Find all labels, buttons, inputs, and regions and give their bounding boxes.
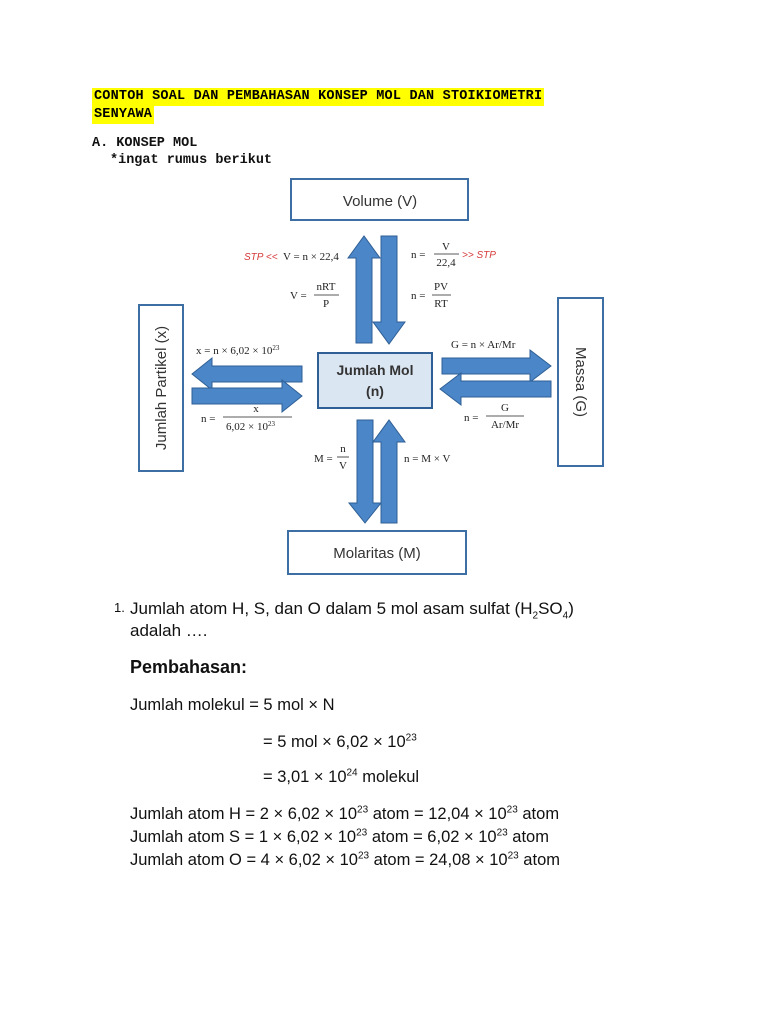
formula-m-from-n-lhs: M = — [314, 453, 333, 465]
formula-n-stp-lhs: n = — [411, 249, 425, 261]
formula-m-from-n-num: n — [340, 443, 346, 455]
formula-n-from-x-lhs: n = — [201, 413, 215, 425]
formula-m-from-n-den: V — [339, 460, 347, 472]
jumlah-mol-label: Jumlah Mol — [336, 362, 413, 378]
formula-n-ideal-den: RT — [434, 298, 448, 310]
formula-n-from-m: n = M × V — [404, 453, 450, 465]
formula-v-ideal-den: P — [323, 298, 329, 310]
formula-n-from-g-lhs: n = — [464, 412, 478, 424]
arrow-down-from-volume — [372, 235, 406, 345]
formula-n-from-g-num: G — [501, 402, 509, 414]
jumlah-partikel-box — [138, 304, 184, 472]
formula-n-from-g-den: Ar/Mr — [491, 419, 519, 431]
formula-n-from-x-den: 6,02 × 1023 — [226, 420, 275, 433]
formula-v-ideal-num: nRT — [317, 281, 336, 293]
section-a-title: A. KONSEP MOL — [92, 136, 198, 151]
formula-n-stp-den: 22,4 — [436, 257, 456, 269]
massa-label: Massa (G) — [572, 347, 589, 417]
arrow-right-from-partikel — [191, 378, 303, 414]
document-title-line-2: SENYAWA — [92, 106, 155, 124]
arrow-left-from-massa — [439, 371, 552, 407]
molaritas-box — [287, 530, 467, 575]
formula-g-from-n: G = n × Ar/Mr — [451, 339, 516, 351]
arrow-down-to-molaritas — [347, 419, 383, 524]
document-title-line-1: CONTOH SOAL DAN PEMBAHASAN KONSEP MOL DA… — [92, 88, 545, 106]
mole-concept-diagram: Volume (V) Molaritas (M) Jumlah Partikel… — [138, 178, 604, 575]
formula-n-ideal-lhs: n = — [411, 290, 425, 302]
stp-left-label: STP << — [244, 252, 278, 263]
formula-n-stp-num: V — [442, 241, 450, 253]
jumlah-partikel-label: Jumlah Partikel (x) — [153, 326, 170, 450]
problem-question-line-2: adalah …. — [130, 621, 208, 640]
arrow-right-to-massa — [441, 348, 552, 384]
pembahasan-heading: Pembahasan: — [130, 657, 248, 677]
formula-v-ideal-lhs: V = — [290, 290, 307, 302]
volume-label: Volume (V) — [343, 193, 417, 210]
arrow-up-to-volume — [347, 235, 381, 344]
calc-step-3: = 3,01 × 1024 molekul — [263, 767, 420, 786]
formula-v-stp: V = n × 22,4 — [283, 251, 339, 263]
formula-x-from-n: x = n × 6,02 × 1023 — [196, 344, 280, 357]
calc-atom-s: Jumlah atom S = 1 × 6,02 × 1023 atom = 6… — [130, 827, 549, 846]
jumlah-mol-box — [317, 352, 433, 409]
jumlah-mol-symbol: (n) — [366, 383, 384, 399]
calc-atom-h: Jumlah atom H = 2 × 6,02 × 1023 atom = 1… — [130, 804, 560, 823]
section-a-subtitle: *ingat rumus berikut — [110, 153, 273, 168]
calc-jumlah-molekul: Jumlah molekul = 5 mol × N — [130, 696, 335, 714]
calc-step-2: = 5 mol × 6,02 × 1023 — [263, 732, 417, 751]
stp-right-label: >> STP — [462, 250, 496, 261]
arrow-up-from-molaritas — [372, 419, 406, 524]
massa-box — [557, 297, 604, 467]
arrow-left-to-partikel — [191, 356, 303, 392]
formula-n-from-x-num: x — [253, 403, 259, 415]
volume-box — [290, 178, 469, 221]
problem-number: 1. — [114, 600, 125, 615]
calc-atom-o: Jumlah atom O = 4 × 6,02 × 1023 atom = 2… — [130, 850, 560, 869]
formula-n-ideal-num: PV — [434, 281, 448, 293]
molaritas-label: Molaritas (M) — [333, 545, 421, 562]
problem-question-line-1: Jumlah atom H, S, dan O dalam 5 mol asam… — [130, 599, 574, 622]
